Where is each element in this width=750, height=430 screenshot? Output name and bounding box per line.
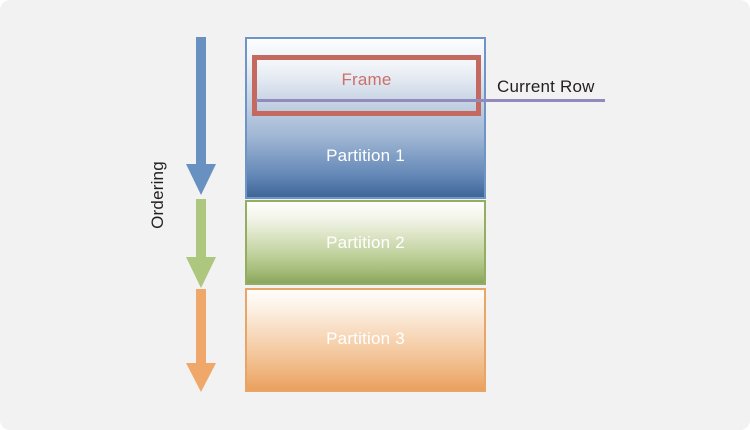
partition-2-box (245, 200, 486, 285)
partition-2-label: Partition 2 (326, 233, 405, 252)
partition-3-label: Partition 3 (326, 329, 405, 348)
arrow-green-icon (178, 199, 224, 291)
arrow-blue-icon (178, 37, 224, 199)
current-row-line (256, 99, 605, 102)
ordering-label: Ordering (148, 161, 167, 229)
partition-3-box (245, 288, 486, 392)
frame-box (252, 55, 481, 116)
frame-label: Frame (341, 70, 392, 89)
current-row-label: Current Row (497, 77, 595, 96)
arrow-orange-icon (178, 289, 224, 393)
partition-1-label: Partition 1 (326, 146, 405, 165)
